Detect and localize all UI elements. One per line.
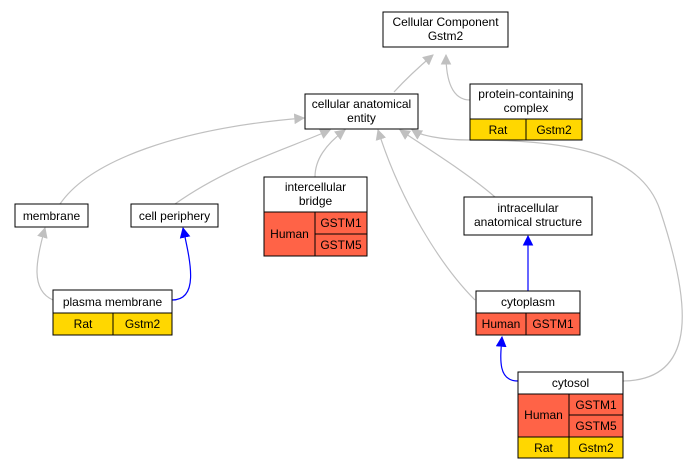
node-membrane[interactable]: membrane [14,203,89,228]
node-label: cellular anatomical [312,97,411,111]
node-cellular-anatomical-entity[interactable]: cellular anatomical entity [304,93,419,130]
edge-entity-to-component [393,54,434,93]
gene-cell-gstm2 [112,312,173,336]
node-label: plasma membrane [63,295,163,309]
edge-membrane-to-entity [59,113,306,205]
gene-label: GSTM5 [575,419,617,433]
node-cell-periphery[interactable]: cell periphery [130,203,219,228]
gene-label: GSTM1 [320,216,362,230]
edge-plasma-to-periphery [171,226,192,301]
node-label: cytoplasm [501,295,555,309]
node-intracellular-anatomical-structure[interactable]: intracellular anatomical structure [463,196,593,236]
species-cell-human [263,211,316,257]
edge-bridge-to-entity [314,129,346,178]
edge-intracellular-to-entity [399,129,496,198]
node-label: cytosol [552,376,589,390]
species-label: Rat [534,441,553,455]
edge-cytosol-to-entity [411,129,683,382]
gene-cell-gstm1 [525,312,581,336]
edge-cytosol-to-cytoplasm [495,335,519,382]
gene-label: Gstm2 [536,123,572,137]
node-label: protein-containing [478,87,573,101]
node-plasma-membrane[interactable]: plasma membrane Rat Gstm2 [52,289,173,336]
node-gene-label: Gstm2 [428,29,464,43]
node-label: Cellular Component [392,15,499,29]
node-label: intercellular [285,180,346,194]
node-label: membrane [23,209,81,223]
edge-plasma-to-membrane [36,226,54,301]
species-label: Human [270,227,309,241]
node-label: complex [504,101,549,115]
gene-cell-gstm5 [314,233,368,257]
species-label: Rat [489,123,508,137]
gene-label: GSTM1 [575,398,617,412]
species-label: Human [482,317,521,331]
species-label: Rat [74,317,93,331]
node-label: anatomical structure [474,215,582,229]
node-cellular-component[interactable]: Cellular Component Gstm2 [382,11,509,48]
edge-cytoplasm-to-entity [375,128,476,301]
gene-label: GSTM1 [532,317,574,331]
edge-periphery-to-entity [174,129,331,205]
node-label: intracellular [497,201,558,215]
node-intercellular-bridge[interactable]: intercellular bridge Human GSTM1 GSTM5 [263,176,368,257]
gene-cell-gstm2 [568,436,624,459]
gene-label: Gstm2 [125,317,161,331]
edge-complex-to-component [440,53,471,101]
gene-label: GSTM5 [320,238,362,252]
gene-label: Gstm2 [578,441,614,455]
node-label: bridge [299,194,333,208]
node-protein-containing-complex[interactable]: protein-containing complex Rat Gstm2 [469,83,583,141]
gene-cell-gstm2 [525,118,583,141]
species-label: Human [524,408,563,422]
node-cytosol[interactable]: cytosol Human GSTM1 GSTM5 Rat Gstm2 [517,371,624,459]
node-label: cell periphery [139,209,210,223]
node-cytoplasm[interactable]: cytoplasm Human GSTM1 [475,290,581,336]
node-label: entity [347,111,376,125]
